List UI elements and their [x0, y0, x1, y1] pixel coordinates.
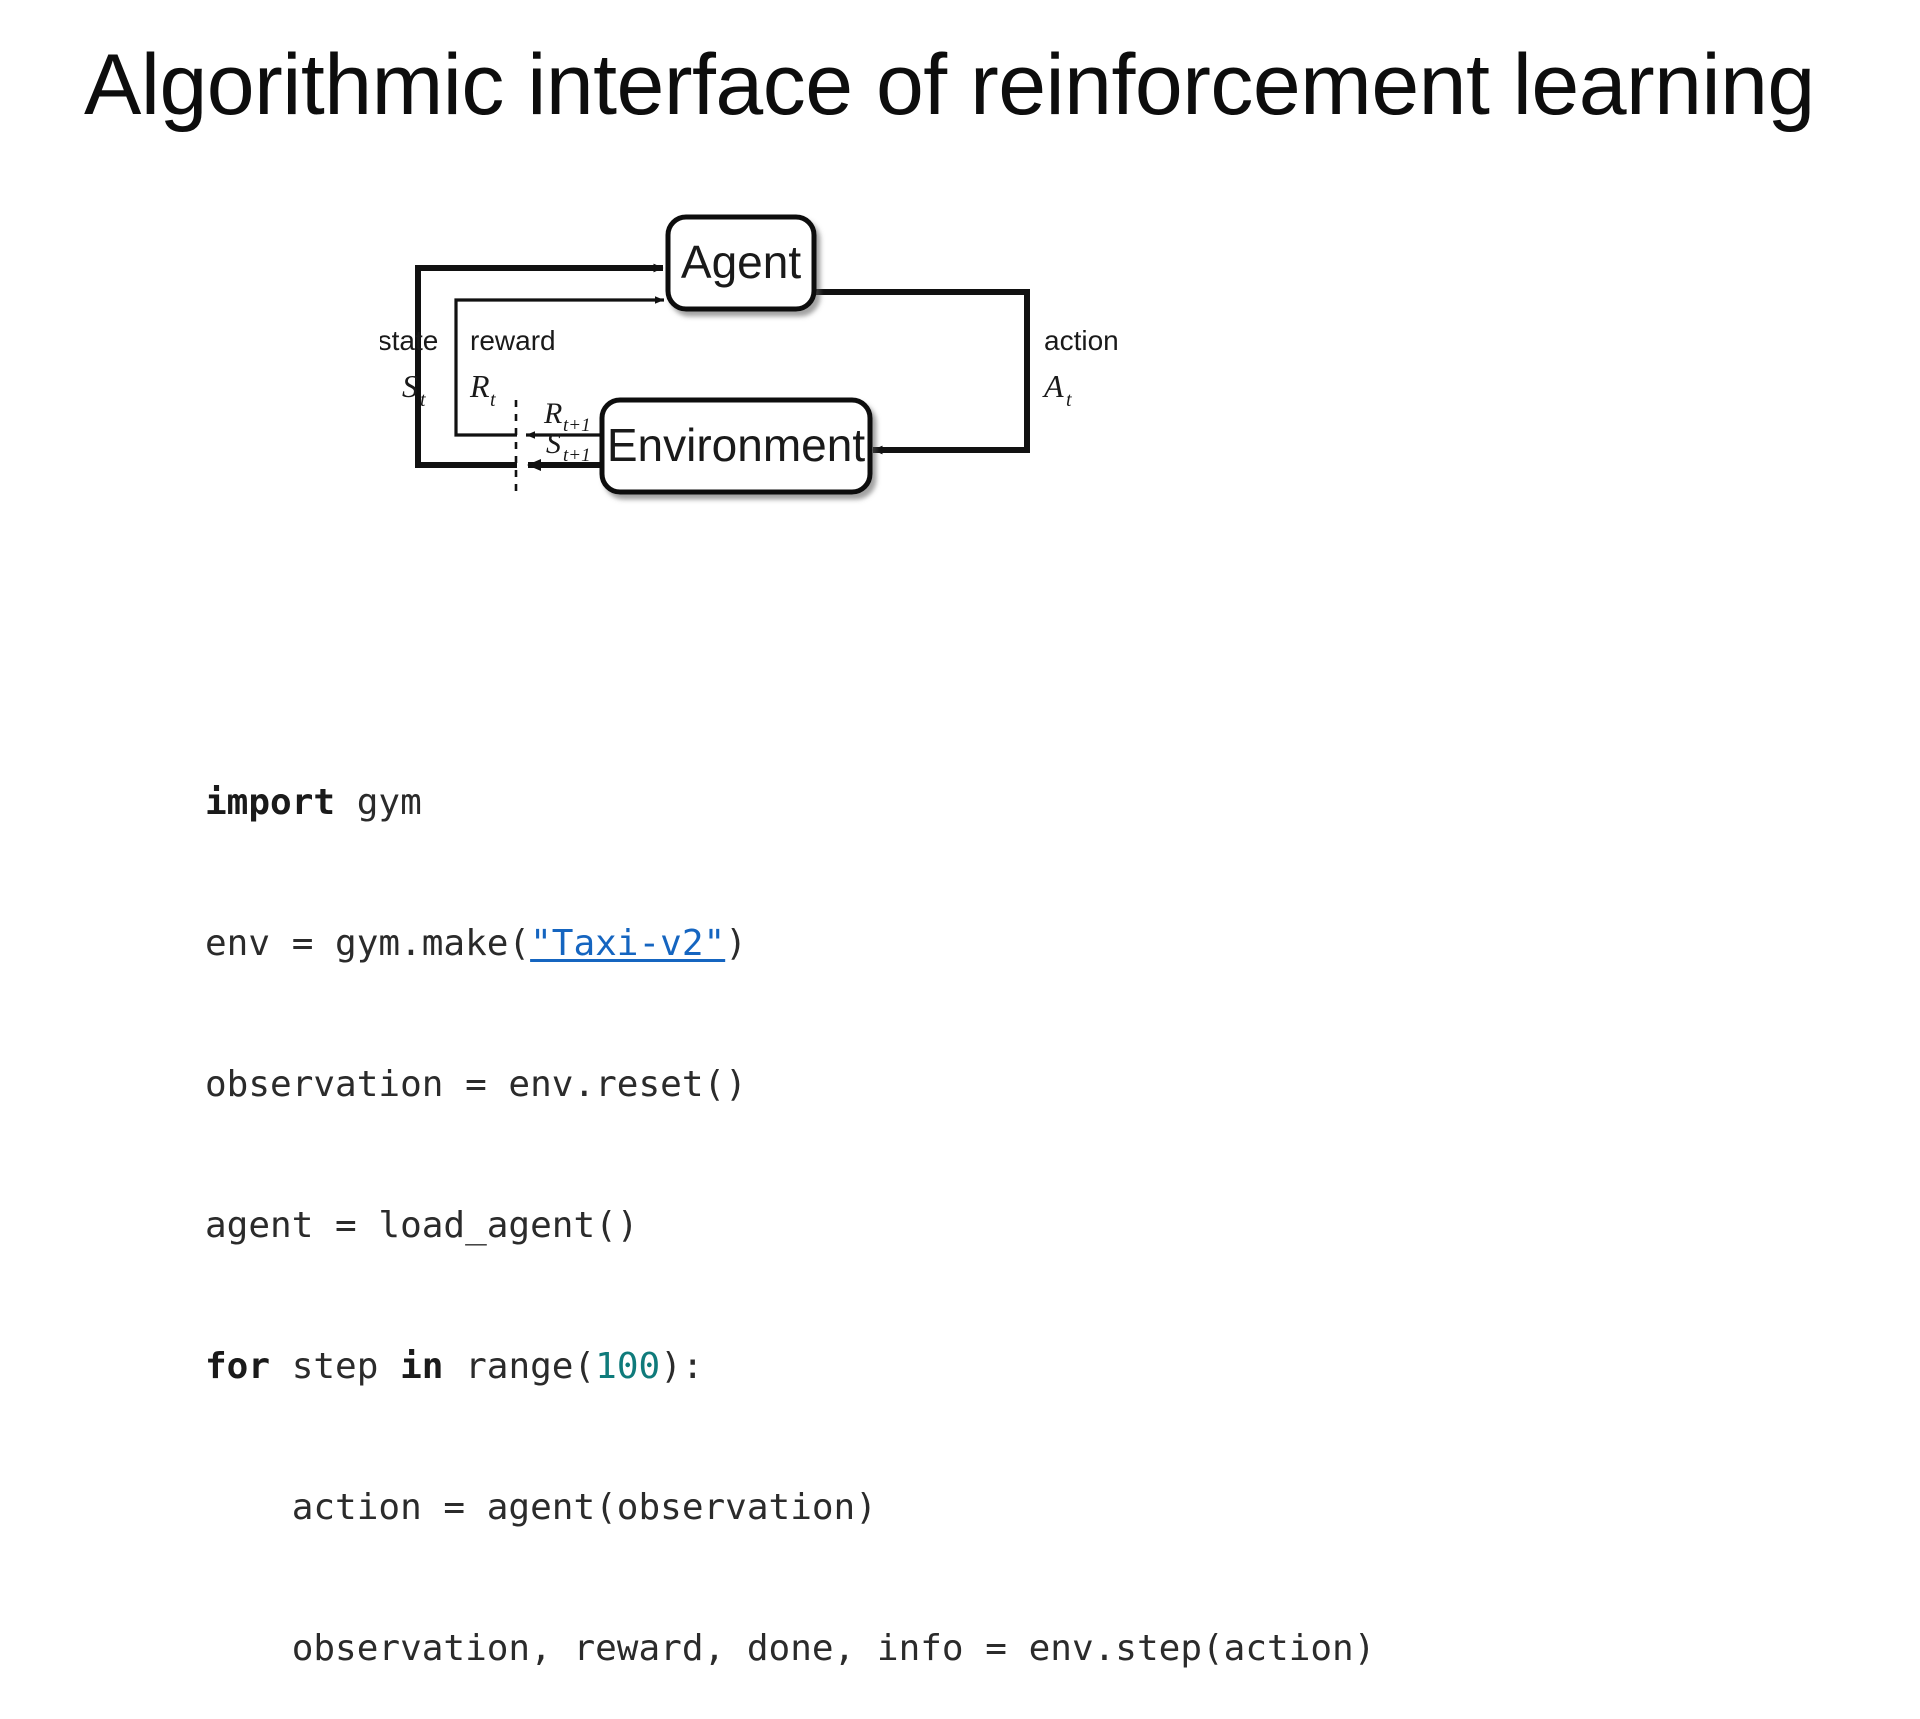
agent-label: Agent [681, 236, 801, 288]
code-line-4: agent = load_agent() [205, 1202, 1375, 1249]
action-label-subscript: t [1066, 389, 1072, 411]
next-state-label-group: S t+1 [546, 427, 591, 466]
agent-node: Agent [665, 214, 817, 312]
action-label-word: action [1044, 325, 1119, 356]
code-token-text: action = agent(observation) [205, 1487, 877, 1528]
state-label-word: state [380, 325, 438, 356]
page-title: Algorithmic interface of reinforcement l… [84, 37, 1815, 133]
code-token-text: env = gym.make( [205, 923, 531, 964]
code-token-text: step [270, 1346, 401, 1387]
next-state-label-subscript: t+1 [563, 445, 591, 466]
state-label-group: state S t [380, 325, 438, 411]
state-label-symbol: S [402, 368, 418, 404]
action-label-group: action A t [1042, 325, 1119, 411]
environment-label: Environment [607, 419, 865, 471]
code-line-6: action = agent(observation) [205, 1484, 1375, 1531]
action-edge [814, 289, 1030, 455]
agent-environment-diagram: Agent Environment state S t reward R t a… [380, 195, 1440, 555]
action-label-symbol: A [1042, 368, 1064, 404]
code-token-text: agent = load_agent() [205, 1205, 639, 1246]
agent-environment-diagram-svg: Agent Environment state S t reward R t a… [380, 214, 1119, 495]
next-reward-label-subscript: t+1 [563, 415, 591, 436]
code-token-text: gym [335, 782, 422, 823]
code-line-5: for step in range(100): [205, 1343, 1375, 1390]
next-reward-label-symbol: R [543, 397, 562, 430]
code-block: import gym env = gym.make("Taxi-v2") obs… [205, 685, 1375, 1719]
code-token-text: range( [443, 1346, 596, 1387]
code-line-7: observation, reward, done, info = env.st… [205, 1625, 1376, 1672]
code-token-keyword: for [205, 1346, 271, 1387]
code-token-keyword: in [400, 1346, 444, 1387]
code-token-number: 100 [595, 1346, 661, 1387]
code-token-text: observation, reward, done, info = env.st… [205, 1628, 1376, 1669]
state-edge [415, 263, 664, 468]
code-line-1: import gym [205, 779, 1375, 826]
reward-label-symbol: R [469, 368, 490, 404]
state-label-subscript: t [420, 389, 426, 411]
next-reward-label-group: R t+1 [543, 397, 591, 436]
next-state-label-symbol: S [546, 427, 561, 460]
code-token-text: observation = env.reset() [205, 1064, 747, 1105]
taxi-v2-link[interactable]: "Taxi-v2" [530, 923, 726, 964]
code-line-2: env = gym.make("Taxi-v2") [205, 920, 1375, 967]
code-token-text: ): [660, 1346, 704, 1387]
reward-edge [454, 296, 664, 437]
agent-box [665, 214, 817, 312]
reward-label-group: reward R t [469, 325, 556, 411]
reward-label-subscript: t [490, 389, 496, 411]
environment-node: Environment [599, 397, 873, 495]
environment-box [599, 397, 873, 495]
code-token-keyword: import [205, 782, 336, 823]
code-token-text: ) [725, 923, 747, 964]
code-line-3: observation = env.reset() [205, 1061, 1375, 1108]
reward-label-word: reward [470, 325, 556, 356]
